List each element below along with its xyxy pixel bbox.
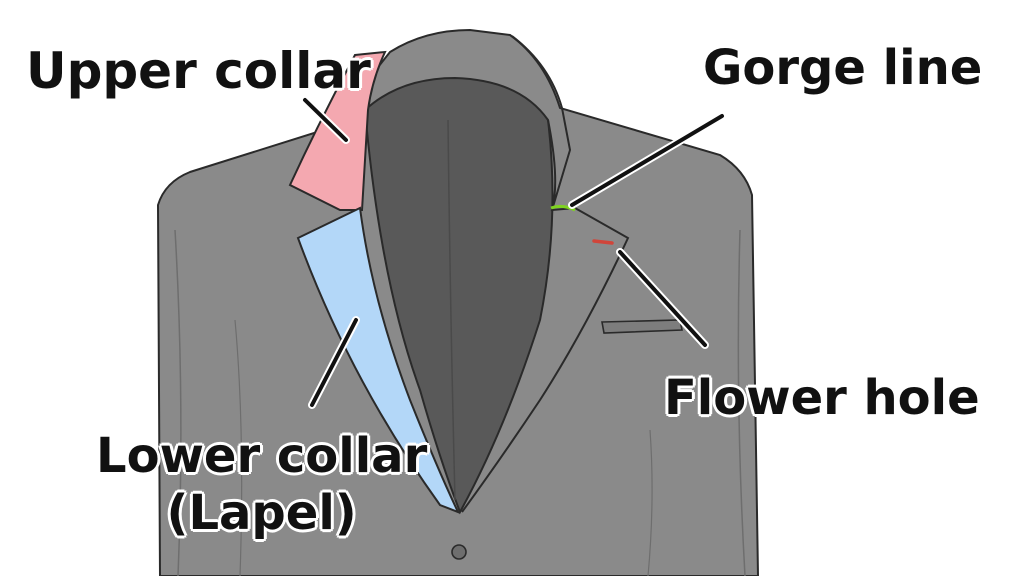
right-sleeve-fold xyxy=(737,229,746,577)
gorge-line-label: Gorge line xyxy=(703,40,983,96)
upper-collar-leader-stroke xyxy=(303,98,348,142)
right-lapel-edge xyxy=(461,119,630,513)
flower-hole-highlight xyxy=(592,239,614,245)
lower-collar-label-line1: Lower collar xyxy=(96,428,428,484)
upper-collar-label: Upper collar xyxy=(26,42,371,100)
gorge-line-leader-stroke xyxy=(570,114,724,207)
lower-collar-leader-stroke xyxy=(310,318,358,407)
chest-pocket xyxy=(601,319,683,334)
right-collar-edge xyxy=(511,35,572,211)
body-crease-2 xyxy=(234,319,243,577)
lower-collar-highlight xyxy=(296,206,460,514)
jacket-button xyxy=(451,544,467,560)
flower-hole-label: Flower hole xyxy=(664,370,980,426)
flower-hole-leader-stroke xyxy=(618,250,707,347)
lower-collar-label: Lower collar (Lapel) xyxy=(96,428,427,541)
body-crease-1 xyxy=(647,429,653,577)
left-sleeve-fold xyxy=(174,229,182,577)
inner-shirt xyxy=(363,76,554,515)
gorge-line-highlight xyxy=(550,204,576,212)
shirt-crease xyxy=(447,119,456,501)
lower-collar-label-line2: (Lapel) xyxy=(166,484,357,541)
